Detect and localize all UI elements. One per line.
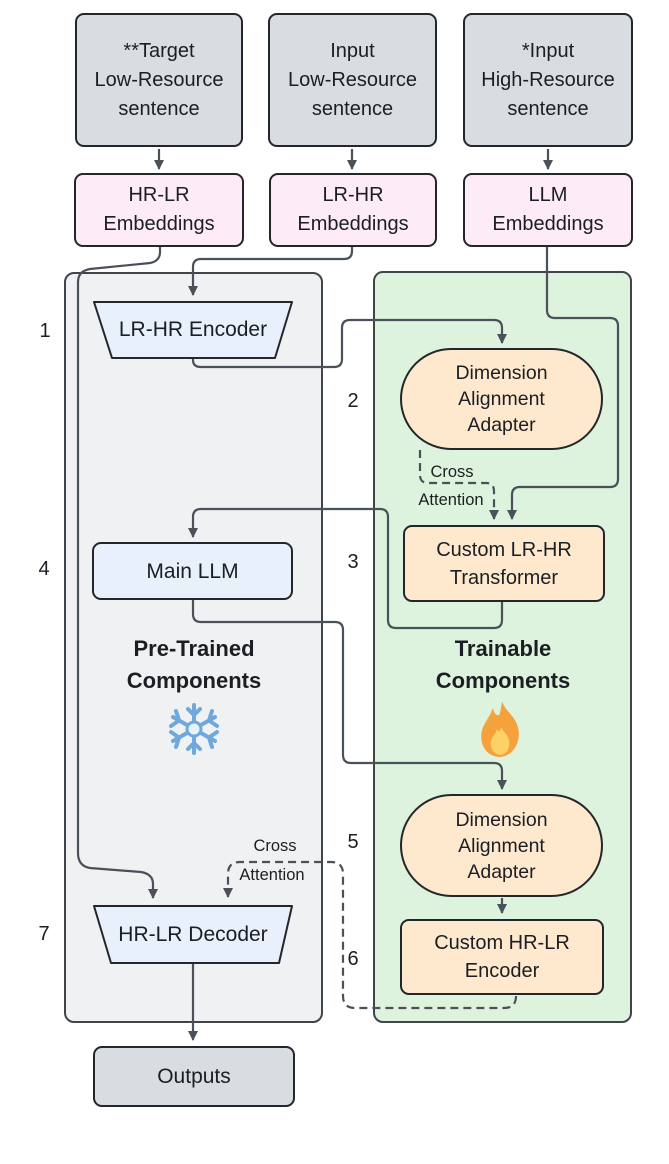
pretrained-components-container [64,272,323,1023]
sentence-line: High-Resource [481,68,615,91]
cross-attention-bottom-label: Cross [253,837,297,855]
hr-lr-decoder-shape [93,905,293,964]
embedding-line: LR-HR [322,184,384,206]
node-line: Encoder [464,960,540,982]
cross-attention-top-label: Cross [430,463,474,481]
node-line: Alignment [458,834,545,857]
edge-encoder-to-adapter-top [191,318,507,369]
dimension-alignment-adapter-bottom-node: Dimension Alignment Adapter [400,794,603,897]
cross-attention-bottom-label: Attention [239,866,305,884]
edge-main-llm-to-adapter-bottom [191,600,507,790]
sentence-line: Low-Resource [94,68,224,91]
embedding-line: LLM [528,184,568,206]
sentence-line: sentence [507,97,589,120]
node-line: Custom HR-LR [434,932,570,954]
embedding-line: HR-LR [128,184,190,206]
step-marker-6: 6 [347,948,359,970]
input-low-resource-sentence-node: Input Low-Resource sentence [268,13,437,147]
cross-attention-top-label: Attention [418,491,484,509]
node-line: Custom LR-HR [436,538,572,561]
node-line: Transformer [449,566,559,589]
node-line: Adapter [467,860,536,883]
edge-hrlr-embeddings-to-decoder [76,247,162,899]
node-line: Alignment [458,388,545,410]
llm-embeddings-node: LLM Embeddings [463,173,633,247]
node-label: HR-LR Decoder [118,922,268,946]
target-low-resource-sentence-node: **Target Low-Resource sentence [75,13,243,147]
embedding-line: Embeddings [492,213,604,235]
trainable-components-title: Components [435,668,571,693]
hr-lr-decoder-node: HR-LR Decoder [93,905,293,964]
edge-transformer-to-main-llm [188,507,504,630]
custom-lr-hr-transformer-node: Custom LR-HR Transformer [403,525,605,602]
embedding-line: Embeddings [297,213,409,235]
step-marker-7: 7 [38,923,50,945]
sentence-line: **Target [123,39,195,62]
pretrained-components-title: Pre-Trained [133,636,255,661]
dimension-alignment-adapter-top-node: Dimension Alignment Adapter [400,348,603,450]
edge-llm-embeddings-to-transformer [507,247,620,520]
edge-cross-attention-top [418,450,499,520]
embedding-line: Embeddings [103,213,215,235]
main-llm-node: Main LLM [92,542,293,600]
edge-lrhr-embeddings-to-encoder [188,247,354,296]
fire-icon [481,701,519,757]
step-marker-5: 5 [347,831,359,853]
edge-cross-attention-bottom [223,860,518,1010]
sentence-line: sentence [118,97,200,120]
node-line: Adapter [467,414,536,436]
node-line: Dimension [455,808,548,831]
step-marker-1: 1 [39,320,51,342]
pretrained-components-title: Components [126,668,262,693]
input-high-resource-sentence-node: *Input High-Resource sentence [463,13,633,147]
custom-hr-lr-encoder-node: Custom HR-LR Encoder [400,919,604,995]
lr-hr-embeddings-node: LR-HR Embeddings [269,173,437,247]
snowflake-icon [169,703,219,755]
outputs-node: Outputs [93,1046,295,1107]
hr-lr-embeddings-node: HR-LR Embeddings [74,173,244,247]
step-marker-3: 3 [347,551,359,573]
trainable-components-title: Trainable [454,636,552,661]
lr-hr-encoder-shape [93,301,293,359]
sentence-line: Low-Resource [288,68,417,91]
node-label: Outputs [157,1065,231,1088]
node-label: LR-HR Encoder [118,318,268,341]
sentence-line: Input [330,39,375,62]
lr-hr-encoder-node: LR-HR Encoder [93,301,293,359]
node-label: Main LLM [146,559,239,583]
node-line: Dimension [455,362,548,384]
sentence-line: *Input [521,39,575,62]
sentence-line: sentence [311,97,394,120]
step-marker-4: 4 [38,558,50,580]
step-marker-2: 2 [347,390,359,412]
